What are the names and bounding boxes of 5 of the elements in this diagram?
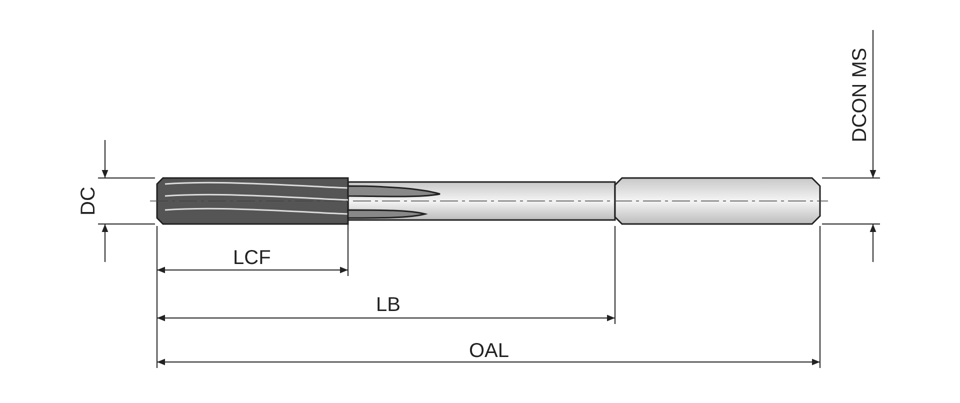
dimension-label: DC [76,186,99,216]
dimension-label: LCF [233,247,271,269]
dimension-label: OAL [469,340,510,362]
dimension-label: DCON MS [849,48,872,142]
dimension-label: LB [376,294,400,316]
